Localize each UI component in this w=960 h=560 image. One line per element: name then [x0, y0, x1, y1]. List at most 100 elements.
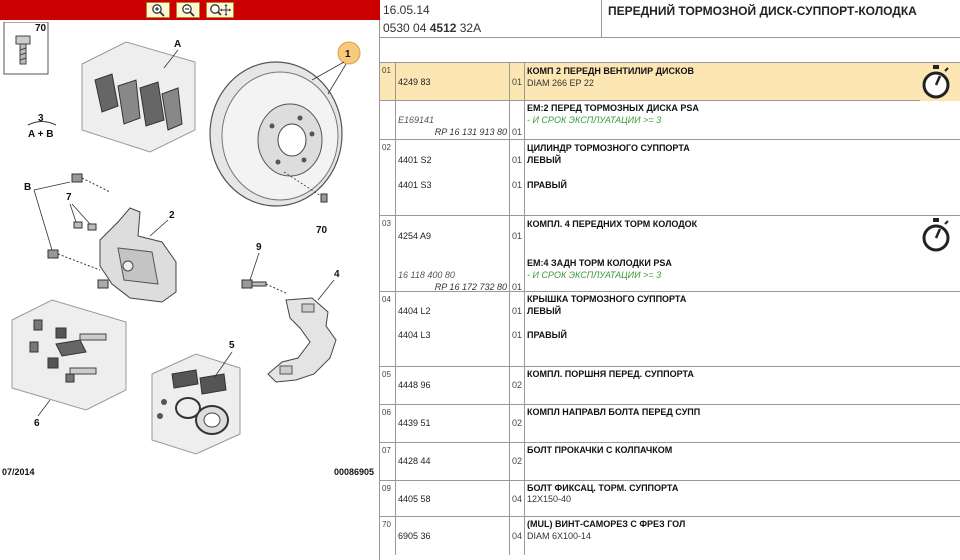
position-number: 06	[382, 408, 391, 417]
catalog-info: 16.05.14 0530 04 4512 32A	[380, 0, 602, 38]
part-rp-reference[interactable]: RP 16 131 913 80	[434, 127, 507, 137]
callout-a: A	[174, 39, 181, 50]
part-reference[interactable]: 4428 44	[398, 456, 431, 466]
part-reference[interactable]: 4404 L3	[398, 330, 431, 340]
position-number: 02	[382, 143, 391, 152]
callout-4: 4	[334, 269, 340, 280]
part-b-guide-bolt-upper[interactable]	[71, 173, 111, 193]
table-row-pos-01-em[interactable]: E169141 RP 16 131 913 80 01 EM:2 ПЕРЕД Т…	[380, 101, 960, 140]
callout-1: 1	[345, 49, 351, 60]
part-description: КОМПЛ. 4 ПЕРЕДНИХ ТОРМ КОЛОДОК	[527, 219, 698, 229]
cell-ref: 4428 44	[396, 443, 510, 480]
position-number: 01	[382, 66, 391, 75]
position-number: 04	[382, 295, 391, 304]
part-6-guide-bolt-kit[interactable]	[11, 299, 127, 411]
position-number: 05	[382, 370, 391, 379]
catalog-code-bold: 4512	[429, 21, 457, 35]
part-alt-reference[interactable]: E169141	[398, 115, 435, 125]
part-description: БОЛТ ПРОКАЧКИ С КОЛПАЧКОМ	[527, 445, 673, 455]
part-5-piston-kit[interactable]	[151, 353, 241, 455]
zoom-fit-icon	[210, 4, 231, 16]
part-9-fixing-bolt[interactable]	[241, 279, 289, 295]
part-spec: DIAM 6X100-14	[527, 531, 592, 541]
part-alt-reference[interactable]: 16 118 400 80	[398, 270, 455, 280]
part-quantity: 01	[512, 330, 523, 340]
part-quantity: 01	[512, 77, 523, 87]
part-reference[interactable]: 4439 51	[398, 418, 431, 428]
cell-pos	[380, 101, 396, 139]
part-b-guide-bolt-lower[interactable]	[47, 249, 101, 271]
zoom-fit-button[interactable]	[206, 2, 234, 18]
table-row-pos-01-main[interactable]: 01 4249 83 01 КОМП 2 ПЕРЕДН ВЕНТИЛИР ДИС…	[380, 63, 960, 101]
cell-ref: 4254 A9 16 118 400 80 RP 16 172 732 80	[396, 216, 510, 292]
part-1-brake-disc[interactable]	[209, 61, 343, 207]
part-a-brake-pads[interactable]	[81, 41, 196, 153]
table-row-pos-70[interactable]: 70 6905 36 04 (MUL) ВИНТ-САМОРЕЗ С ФРЕЗ …	[380, 517, 960, 555]
cell-ref: 4404 L2 4404 L3	[396, 292, 510, 366]
part-note: - И СРОК ЭКСПЛУАТАЦИИ >= 3	[527, 115, 662, 125]
zoom-out-button[interactable]	[176, 2, 200, 18]
cell-ref: 4405 58	[396, 481, 510, 516]
part-rp-reference[interactable]: RP 16 172 732 80	[434, 282, 507, 292]
part-reference[interactable]: 4405 58	[398, 494, 431, 504]
diagram-toolbar	[0, 0, 380, 20]
table-row-pos-03[interactable]: 03 4254 A9 16 118 400 80 RP 16 172 732 8…	[380, 216, 960, 292]
part-description: ЦИЛИНДР ТОРМОЗНОГО СУППОРТА	[527, 143, 690, 153]
part-reference[interactable]: 4254 A9	[398, 231, 432, 241]
cell-desc: КРЫШКА ТОРМОЗНОГО СУППОРТА ЛЕВЫЙ ПРАВЫЙ	[525, 292, 920, 366]
zoom-in-icon	[152, 4, 165, 17]
position-number: 70	[382, 520, 391, 529]
page-title: ПЕРЕДНИЙ ТОРМОЗНОЙ ДИСК-СУППОРТ-КОЛОДКА	[602, 0, 960, 38]
stopwatch-icon[interactable]	[920, 64, 952, 100]
part-reference[interactable]: 4448 96	[398, 380, 431, 390]
part-7-bleed-screw[interactable]	[73, 221, 97, 231]
table-row-pos-04[interactable]: 04 4404 L2 4404 L3 01 01 КРЫШКА ТОРМОЗНО…	[380, 292, 960, 367]
part-quantity: 02	[512, 418, 523, 428]
table-row-pos-09[interactable]: 09 4405 58 04 БОЛТ ФИКСАЦ. ТОРМ. СУППОРТ…	[380, 481, 960, 517]
cell-desc: EM:2 ПЕРЕД ТОРМОЗНЫХ ДИСКА PSA - И СРОК …	[525, 101, 920, 139]
table-row-pos-02[interactable]: 02 4401 S2 4401 S3 01 01 ЦИЛИНДР ТОРМОЗН…	[380, 140, 960, 216]
cell-pos: 09	[380, 481, 396, 516]
callout-3: 3	[38, 113, 44, 124]
part-70-screw-box[interactable]	[3, 21, 49, 75]
header-spacer-row	[380, 38, 960, 63]
callout-2: 2	[169, 210, 175, 221]
zoom-in-button[interactable]	[146, 2, 170, 18]
part-quantity: 01	[512, 127, 523, 137]
position-number: 09	[382, 484, 391, 493]
part-quantity: 01	[512, 306, 523, 316]
callout-70-box: 70	[35, 23, 47, 34]
part-description: КОМП 2 ПЕРЕДН ВЕНТИЛИР ДИСКОВ	[527, 66, 694, 76]
table-row-pos-06[interactable]: 06 4439 51 02 КОМПЛ НАПРАВЛ БОЛТА ПЕРЕД …	[380, 405, 960, 443]
part-spec: DIAM 266 EP 22	[527, 78, 594, 88]
part-description: EM:4 ЗАДН ТОРМ КОЛОДКИ PSA	[527, 258, 672, 268]
cell-desc: БОЛТ ПРОКАЧКИ С КОЛПАЧКОМ	[525, 443, 920, 480]
diagram-footer-id: 00086905	[334, 467, 374, 477]
table-row-pos-07[interactable]: 07 4428 44 02 БОЛТ ПРОКАЧКИ С КОЛПАЧКОМ	[380, 443, 960, 481]
cell-qty: 01 01	[510, 216, 525, 292]
callout-9: 9	[256, 242, 262, 253]
part-reference[interactable]: 4401 S3	[398, 180, 432, 190]
part-reference[interactable]: 4404 L2	[398, 306, 431, 316]
part-2-brake-caliper[interactable]	[97, 207, 177, 303]
cell-ref: 6905 36	[396, 517, 510, 555]
cell-qty: 01 01	[510, 292, 525, 366]
callout-3-ab: A + B	[28, 129, 53, 140]
cell-qty: 02	[510, 405, 525, 442]
part-quantity: 01	[512, 282, 523, 292]
cell-pos: 02	[380, 140, 396, 215]
part-4-caliper-bracket[interactable]	[267, 297, 337, 383]
part-note: - И СРОК ЭКСПЛУАТАЦИИ >= 3	[527, 270, 662, 280]
part-reference[interactable]: 6905 36	[398, 531, 431, 541]
part-reference[interactable]: 4249 83	[398, 77, 431, 87]
catalog-code-prefix: 0530 04	[383, 21, 430, 35]
part-reference[interactable]: 4401 S2	[398, 155, 432, 165]
table-row-pos-05[interactable]: 05 4448 96 02 КОМПЛ. ПОРШНЯ ПЕРЕД. СУППО…	[380, 367, 960, 405]
cell-pos: 05	[380, 367, 396, 404]
catalog-date: 16.05.14	[383, 3, 430, 17]
parts-table: 01 4249 83 01 КОМП 2 ПЕРЕДН ВЕНТИЛИР ДИС…	[380, 63, 960, 555]
cell-qty: 04	[510, 481, 525, 516]
cell-qty: 04	[510, 517, 525, 555]
part-quantity: 01	[512, 155, 523, 165]
stopwatch-icon[interactable]	[920, 217, 952, 253]
